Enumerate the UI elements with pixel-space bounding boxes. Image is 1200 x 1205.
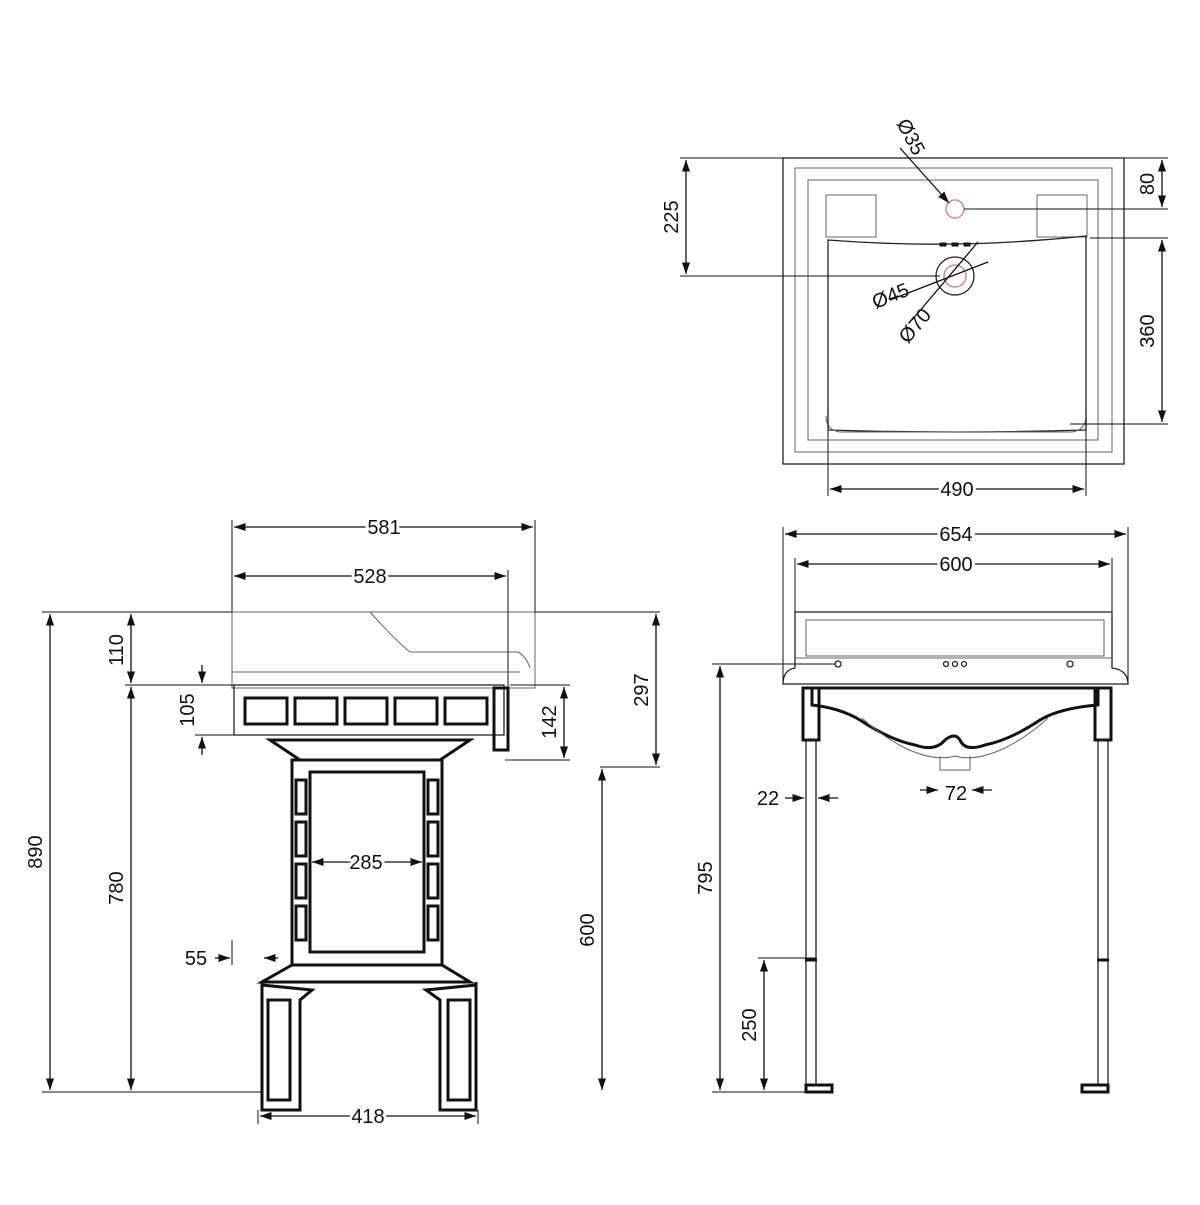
towel-post [492,686,510,752]
dim-225: 225 [661,200,683,233]
front-basin [782,611,1129,685]
right-leg-foot [1080,1083,1110,1094]
dim-72: 72 [945,783,967,805]
right-leg [1097,739,1109,1086]
plan-bowl-front [825,415,1087,433]
dim-297: 297 [631,673,653,706]
dim-55: 55 [185,948,207,970]
dim-600: 600 [577,913,599,946]
right-foot [421,982,478,1112]
dim-105: 105 [177,693,199,726]
front-apron [810,686,1100,750]
frame-base-bracket [256,963,476,984]
plan-rim-inner [794,167,1113,453]
dim-d70: Ø70 [895,305,936,348]
frame-side-slots [294,778,440,942]
left-foot [260,982,316,1112]
side-rail [233,684,505,736]
left-leg [805,739,817,1086]
dim-528: 528 [353,566,386,588]
basin-underside [861,717,1049,759]
waste-outer-icon [935,256,975,296]
left-soap-recess [825,194,877,238]
side-bowl-profile [369,611,531,669]
dim-890: 890 [25,835,47,868]
overflow-slots [939,242,971,247]
dim-d45: Ø45 [869,279,912,314]
front-holes [834,660,1074,668]
plan-deck [807,179,1099,441]
dim-360: 360 [1137,314,1159,347]
dim-142: 142 [539,705,561,738]
rail-panels [243,696,489,726]
side-view: 581 528 890 110 780 105 297 142 600 285 [25,514,661,1131]
dim-285: 285 [349,852,382,874]
dim-795: 795 [695,861,717,894]
dim-600-front: 600 [939,554,972,576]
front-view: 654 600 795 22 72 250 [695,521,1129,1094]
side-basin [231,611,536,689]
dim-581: 581 [367,517,400,539]
dim-780: 780 [106,871,128,904]
leader-d70 [911,241,979,321]
frame-top-bracket [265,738,475,762]
plan-outer-rim [782,157,1125,465]
plan-view: 225 80 360 490 Ø35 Ø45 Ø70 [661,115,1168,504]
frame-inner [308,770,426,954]
dim-22: 22 [757,788,779,810]
dim-654: 654 [939,524,972,546]
dim-250: 250 [739,1008,761,1041]
right-soap-recess [1036,194,1088,238]
dim-490: 490 [940,479,973,501]
dim-110: 110 [106,634,128,666]
dim-d35: Ø35 [892,115,929,159]
waste-inner-icon [943,264,967,288]
waste-outlet [939,756,971,771]
leader-d45 [889,261,989,301]
dim-418: 418 [351,1106,384,1128]
dim-80: 80 [1137,173,1159,195]
leader-d35 [899,147,950,204]
left-leg-foot [804,1083,834,1094]
